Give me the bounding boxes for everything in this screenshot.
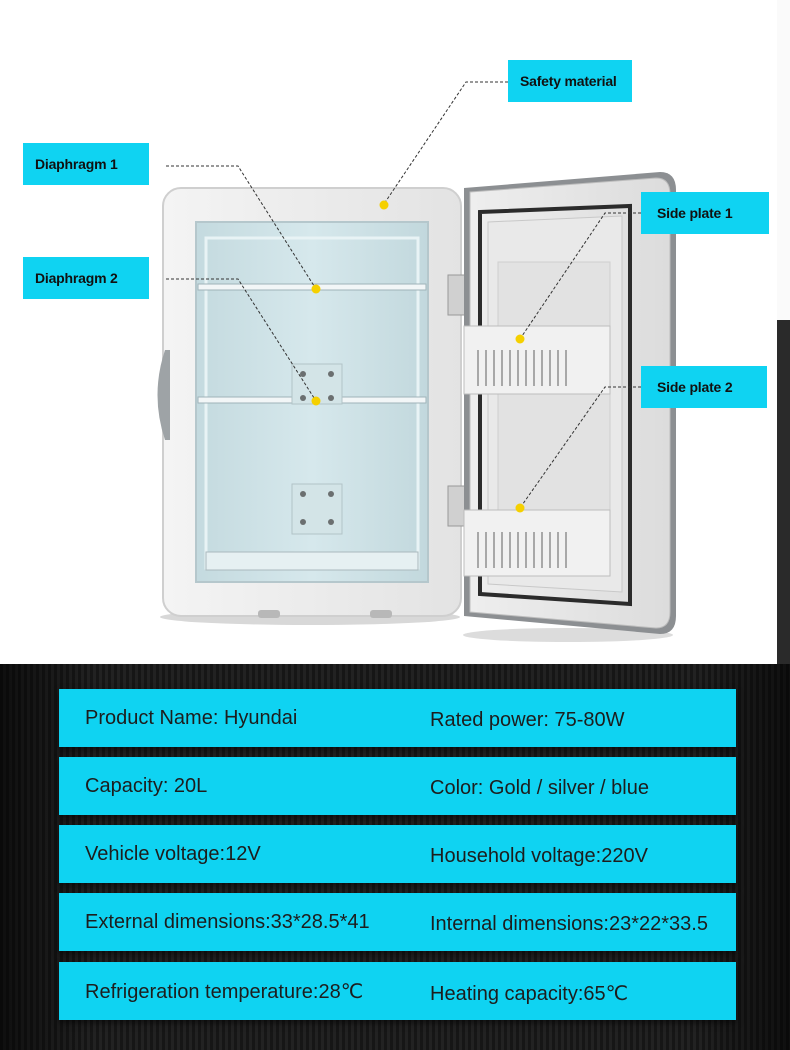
spec-row-4: External dimensions:33*28.5*41 Internal … bbox=[59, 893, 736, 951]
callout-diaphragm-1: Diaphragm 1 bbox=[23, 143, 149, 185]
bottom-tray bbox=[205, 551, 419, 571]
callout-side-plate-1: Side plate 1 bbox=[641, 192, 769, 234]
marker-diaphragm-1 bbox=[311, 284, 321, 294]
spec-row-2: Capacity: 20L Color: Gold / silver / blu… bbox=[59, 757, 736, 815]
spec-refrigeration-temperature: Refrigeration temperature:28℃ bbox=[85, 980, 364, 1003]
markers bbox=[311, 200, 525, 513]
leader-lines bbox=[166, 81, 641, 509]
callout-side-plate-2: Side plate 2 bbox=[641, 366, 767, 408]
door-gasket bbox=[478, 203, 632, 607]
callout-diaphragm-2: Diaphragm 2 bbox=[23, 257, 149, 299]
photo-border-left bbox=[0, 0, 12, 664]
side-plate-2-vents bbox=[477, 532, 567, 568]
side-plate-1-vents bbox=[477, 350, 567, 386]
side-plate-1 bbox=[463, 325, 611, 395]
leader-safety-material bbox=[383, 81, 508, 205]
spec-vehicle-voltage: Vehicle voltage:12V bbox=[85, 842, 261, 865]
spec-rated-power: Rated power: 75-80W bbox=[430, 708, 625, 731]
spec-internal-dimensions: Internal dimensions:23*22*33.5 bbox=[430, 912, 708, 935]
spec-capacity: Capacity: 20L bbox=[85, 774, 208, 797]
specs-panel: Product Name: Hyundai Rated power: 75-80… bbox=[0, 664, 790, 1050]
spec-household-voltage: Household voltage:220V bbox=[430, 844, 648, 867]
door-shadow bbox=[463, 628, 673, 642]
photo-border-right bbox=[777, 0, 790, 664]
marker-diaphragm-2 bbox=[311, 396, 321, 406]
spec-heating-capacity: Heating capacity:65℃ bbox=[430, 982, 629, 1005]
side-handle bbox=[157, 350, 170, 440]
marker-side-plate-1 bbox=[515, 334, 525, 344]
spec-product-name: Product Name: Hyundai bbox=[85, 706, 298, 729]
spec-external-dimensions: External dimensions:33*28.5*41 bbox=[85, 910, 370, 933]
marker-safety-material bbox=[379, 200, 389, 210]
leader-diaphragm-2 bbox=[166, 278, 317, 402]
spec-row-1: Product Name: Hyundai Rated power: 75-80… bbox=[59, 689, 736, 747]
leader-side-plate-2 bbox=[519, 386, 641, 509]
spec-row-3: Vehicle voltage:12V Household voltage:22… bbox=[59, 825, 736, 883]
back-panel-lower bbox=[291, 483, 343, 535]
spec-color: Color: Gold / silver / blue bbox=[430, 776, 649, 799]
leader-side-plate-1 bbox=[519, 212, 641, 340]
callout-safety-material: Safety material bbox=[508, 60, 632, 102]
spec-row-5: Refrigeration temperature:28℃ Heating ca… bbox=[59, 962, 736, 1020]
marker-side-plate-2 bbox=[515, 503, 525, 513]
mini-fridge-illustration bbox=[157, 81, 676, 642]
leader-diaphragm-1 bbox=[166, 165, 317, 290]
side-plate-2 bbox=[463, 509, 611, 577]
